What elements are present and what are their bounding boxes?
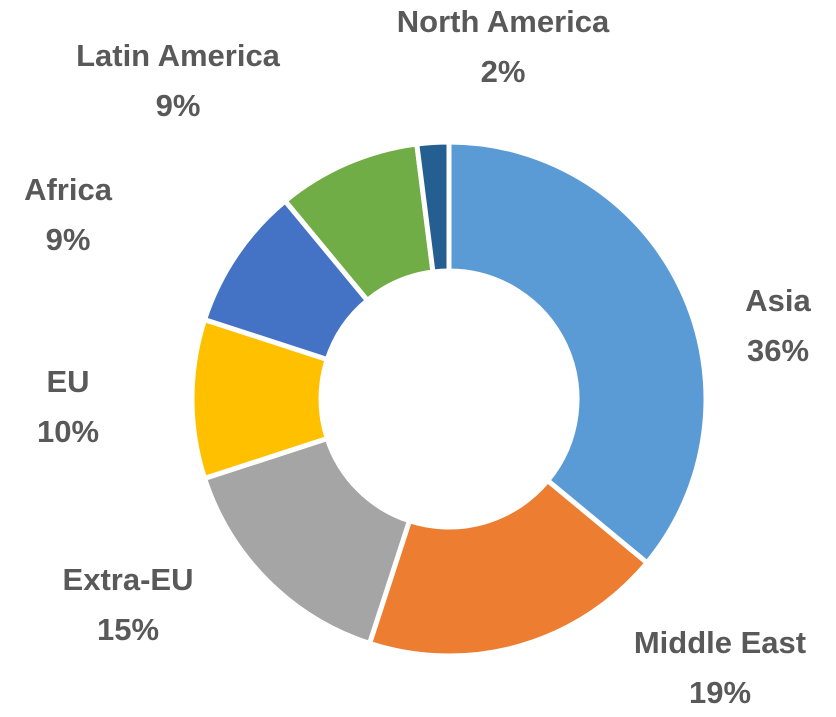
category-label: Extra-EU xyxy=(63,562,194,597)
slice-north-america xyxy=(414,139,452,275)
value-label: 10% xyxy=(37,414,99,449)
category-label: EU xyxy=(46,364,89,399)
value-label: 9% xyxy=(46,222,91,257)
category-label: Middle East xyxy=(634,625,806,660)
value-label: 9% xyxy=(156,88,201,123)
slice-labels: Asia 36% Middle East 19% Extra-EU 15% EU 10% Afr… xyxy=(24,4,811,710)
value-label: 36% xyxy=(747,333,809,368)
value-label: 15% xyxy=(97,612,159,647)
category-label: North America xyxy=(397,4,610,39)
category-label: Asia xyxy=(745,283,811,318)
category-label: Latin America xyxy=(76,38,281,73)
category-label: Africa xyxy=(24,172,113,207)
value-label: 2% xyxy=(481,54,526,89)
slice-asia xyxy=(446,139,709,566)
donut-slices xyxy=(189,139,709,659)
slice-middle-east xyxy=(367,478,650,659)
value-label: 19% xyxy=(689,675,751,710)
slice-extra-eu xyxy=(202,436,412,646)
